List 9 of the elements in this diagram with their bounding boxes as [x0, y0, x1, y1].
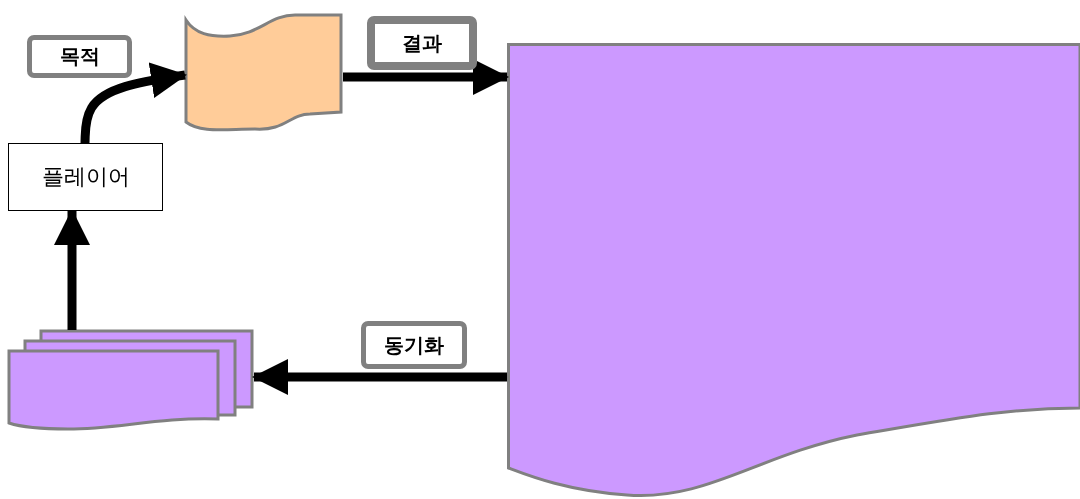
arrow	[252, 359, 507, 395]
edge-label: 목적	[27, 35, 132, 78]
process-box	[8, 143, 163, 211]
edge-label: 결과	[367, 16, 477, 70]
arrow	[343, 59, 509, 95]
node-label: 플레이어	[41, 163, 130, 191]
arrow	[54, 209, 90, 330]
edge-label: 동기화	[361, 321, 467, 369]
arrow	[80, 62, 187, 144]
